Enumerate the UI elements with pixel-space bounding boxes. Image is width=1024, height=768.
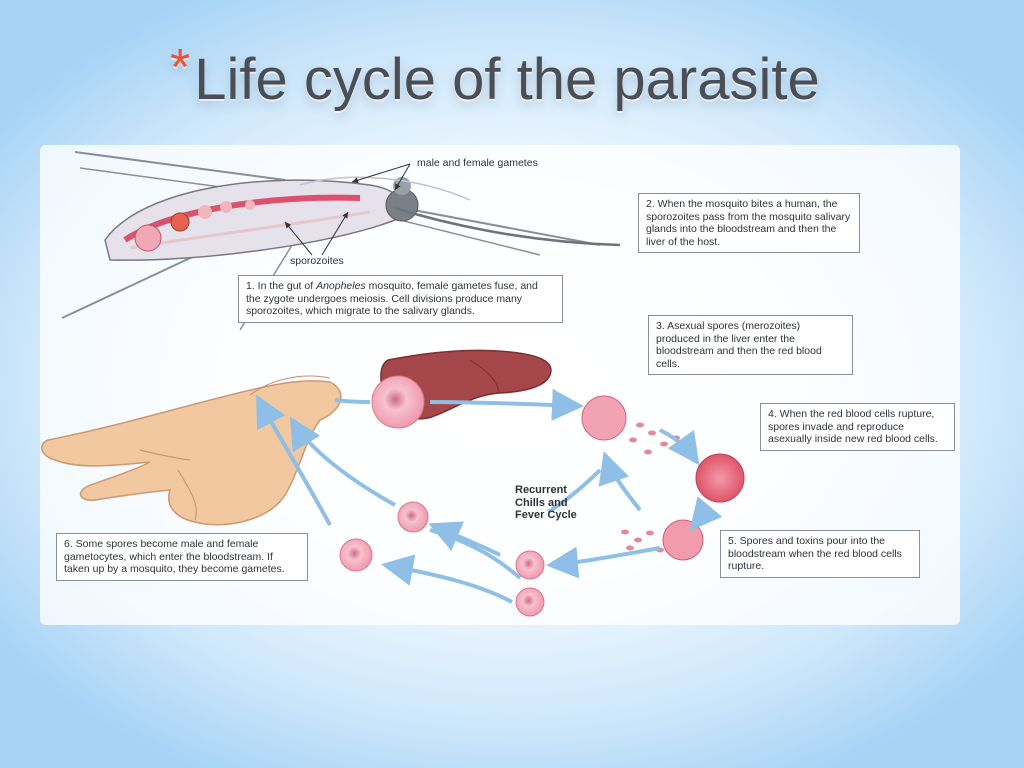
slide-title: *Life cycle of the parasite	[170, 38, 820, 113]
step-4-note: 4. When the red blood cells rupture, spo…	[760, 403, 955, 451]
step-5-note: 5. Spores and toxins pour into the blood…	[720, 530, 920, 578]
red-blood-cells	[339, 375, 745, 617]
title-text: Life cycle of the parasite	[194, 47, 820, 112]
step-1-note: 1. In the gut of Anopheles mosquito, fem…	[238, 275, 563, 323]
cycle-arrows	[256, 388, 723, 604]
step-3-note: 3. Asexual spores (merozoites) produced …	[648, 315, 853, 375]
sporozoites-label: sporozoites	[290, 255, 344, 267]
recurrent-cycle-label: Recurrent Chills and Fever Cycle	[515, 484, 577, 521]
step-1-species: Anopheles	[316, 280, 366, 292]
gametes-label: male and female gametes	[417, 157, 538, 169]
human-hand-illustration	[41, 375, 342, 526]
title-bullet: *	[170, 39, 191, 97]
step-2-note: 2. When the mosquito bites a human, the …	[638, 193, 860, 253]
mosquito-illustration	[61, 151, 621, 331]
step-6-note: 6. Some spores become male and female ga…	[56, 533, 308, 581]
